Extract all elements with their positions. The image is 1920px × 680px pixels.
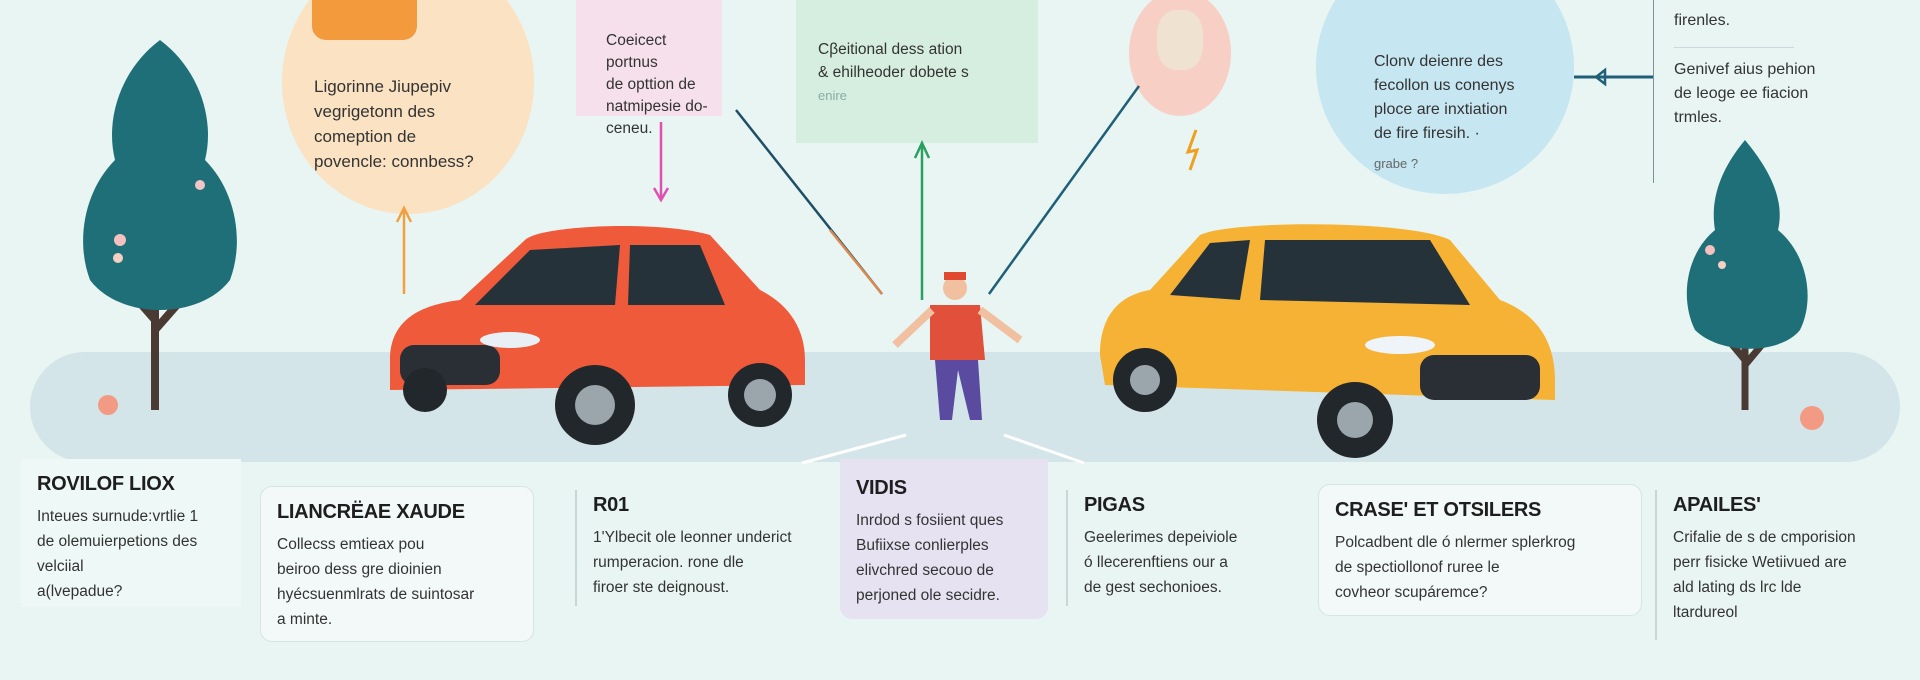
green-info-box: Cβeitional dess ation & ehilheoder dobet…	[796, 0, 1038, 143]
info-card-pigas: PIGAS Geelerimes depeiviole ó llecerenft…	[1066, 490, 1286, 606]
bubble-line: ploce are inxtiation	[1374, 101, 1508, 118]
info-card-apailes: APAILES' Crifalie de s de cmporision per…	[1655, 490, 1880, 640]
card-line: a minte.	[277, 611, 333, 628]
card-line: 1'Ylbecit ole leonner underict	[593, 529, 792, 546]
card-line: firoer ste deignoust.	[593, 579, 730, 596]
box-line: Cβeitional dess ation	[818, 41, 963, 58]
card-line: de gest sechonioes.	[1084, 579, 1222, 596]
box-line: ceneu.	[606, 120, 653, 137]
card-line: ó llecerenftiens our a	[1084, 554, 1228, 571]
bubble-line: vegrigetonn des	[314, 102, 435, 121]
card-title: VIDIS	[856, 477, 907, 499]
card-line: Polcadbent dle ó nlermer splerkrog	[1335, 534, 1576, 551]
face-icon	[1157, 10, 1203, 70]
note-line: de leoge ee fiacion	[1674, 85, 1809, 102]
info-card-r01: R01 1'Ylbecit ole leonner underict rumpe…	[575, 490, 815, 606]
bubble-line: grabe ?	[1374, 156, 1419, 171]
info-card-liancreae-xaude: LIANCRËAE XAUDE Collecss emtieax pou bei…	[260, 486, 534, 642]
card-line: Inrdod s fosiient ques	[856, 512, 1004, 529]
bubble-line: Clonv deienre des	[1374, 53, 1503, 70]
card-line: covheor scupáremce?	[1335, 584, 1488, 601]
card-line: Geelerimes depeiviole	[1084, 529, 1238, 546]
card-line: Crifalie de s de cmporision	[1673, 529, 1856, 546]
folder-illustration-icon	[312, 0, 417, 40]
yellow-car-illustration	[1100, 224, 1555, 458]
character-face-bubble	[1129, 0, 1231, 116]
card-line: ltardureol	[1673, 604, 1738, 621]
tree-left-icon	[83, 40, 237, 415]
box-line: natmipesie do-	[606, 98, 708, 115]
card-line: a(lvepadue?	[37, 583, 123, 600]
person-illustration	[892, 272, 1023, 420]
card-line: de olemuierpetions des	[37, 533, 198, 550]
bubble-line: Ligorinne Jiupepiv	[314, 77, 452, 96]
card-line: beiroo dess gre dioinien	[277, 561, 442, 578]
card-title: ROVILOF LIOX	[37, 473, 175, 495]
card-line: de spectiollonof ruree le	[1335, 559, 1500, 576]
right-note: firenles. Genivef aius pehion de leoge e…	[1653, 0, 1815, 183]
info-card-vidis: VIDIS Inrdod s fosiient ques Bufiixse co…	[840, 459, 1048, 619]
card-line: perjoned ole secidre.	[856, 587, 1000, 604]
orange-info-bubble: Ligorinne Jiupepiv vegrigetonn des comep…	[282, 0, 534, 214]
card-title: PIGAS	[1084, 494, 1145, 516]
note-top-line: firenles.	[1674, 12, 1731, 29]
info-card-crase-et-otsilers: CRASE' ET OTSILERS Polcadbent dle ó nler…	[1318, 484, 1642, 616]
card-title: LIANCRËAE XAUDE	[277, 501, 465, 523]
box-line: de opttion de	[606, 76, 696, 93]
red-car-illustration	[390, 225, 805, 445]
info-card-rovilof-liox: ROVILOF LIOX Inteues surnude:vrtlie 1 de…	[21, 459, 241, 607]
card-line: hyécsuenmlrats de suintosar	[277, 586, 475, 603]
card-title: CRASE' ET OTSILERS	[1335, 499, 1542, 521]
bubble-line: fecollon us conenys	[1374, 77, 1515, 94]
card-line: Inteues surnude:vrtlie 1	[37, 508, 199, 525]
note-line: Genivef aius pehion	[1674, 61, 1816, 78]
box-line: & ehilheoder dobete s	[818, 64, 969, 81]
bubble-line: povencle: connbess?	[314, 152, 474, 171]
pink-info-box: Coeicect portnus de opttion de natmipesi…	[576, 0, 722, 137]
card-title: R01	[593, 494, 629, 516]
card-line: elivchred secouo de	[856, 562, 994, 579]
card-title: APAILES'	[1673, 494, 1761, 516]
box-line: enire	[818, 88, 847, 103]
note-line: trmles.	[1674, 109, 1722, 126]
card-line: ald lating ds lrc lde	[1673, 579, 1802, 596]
bubble-line: de fire firesih. ·	[1374, 125, 1480, 142]
bubble-line: comeption de	[314, 127, 417, 146]
card-line: velciial	[37, 558, 84, 575]
card-line: perr fisicke Wetiivued are	[1673, 554, 1847, 571]
blue-info-bubble: Clonv deienre des fecollon us conenys pl…	[1316, 0, 1574, 194]
box-line: Coeicect portnus	[606, 32, 667, 71]
tree-right-icon	[1686, 140, 1824, 430]
card-line: rumperacion. rone dle	[593, 554, 744, 571]
card-line: Bufiixse conlierples	[856, 537, 989, 554]
card-line: Collecss emtieax pou	[277, 536, 425, 553]
